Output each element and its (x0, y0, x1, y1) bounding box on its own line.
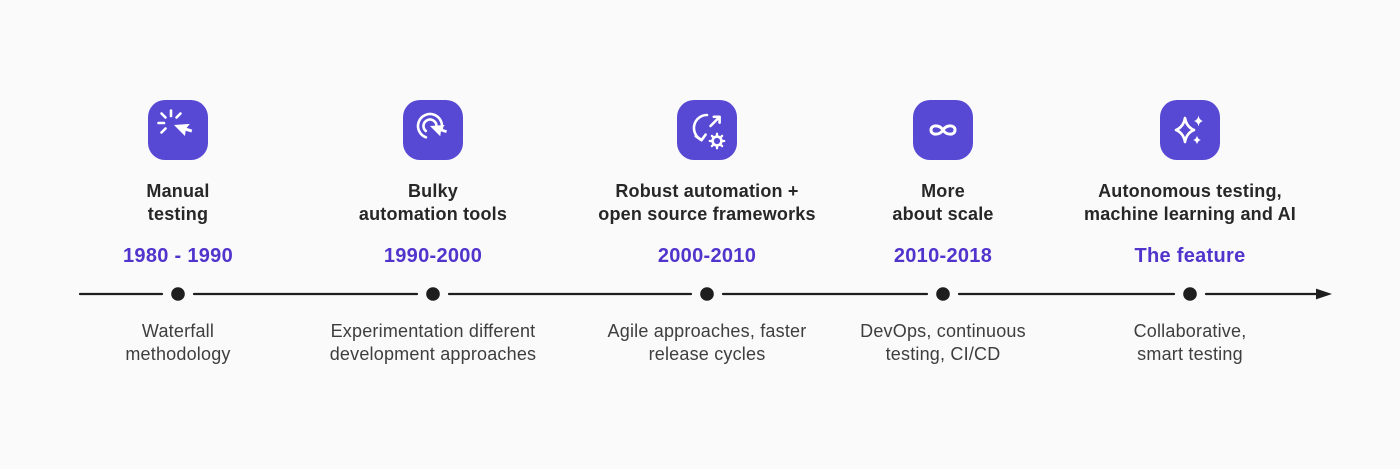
infinity-icon (929, 124, 957, 136)
milestone-period: The feature (1134, 245, 1246, 267)
timeline-dot (1183, 287, 1197, 301)
cursor-ripple-icon (416, 112, 447, 139)
milestone-title: More about scale (892, 181, 994, 224)
milestone-period: 1980 - 1990 (122, 245, 234, 267)
cursor-click-icon (157, 109, 193, 136)
milestone-description: Collaborative, smart testing (1133, 321, 1247, 364)
milestone-title: Manual testing (146, 181, 210, 224)
sparkles-icon (1174, 115, 1203, 145)
milestone-period: 1990-2000 (383, 245, 483, 267)
milestone-robust-automation: Robust automation + open source framewor… (557, 100, 857, 400)
milestone-title: Robust automation + open source framewor… (598, 181, 816, 224)
milestone-manual-testing: Manual testing 1980 - 1990 Waterfall met… (28, 100, 328, 400)
icon-badge (677, 100, 737, 160)
milestone-description: Waterfall methodology (125, 321, 231, 364)
icon-badge (403, 100, 463, 160)
milestone-description: DevOps, continuous testing, CI/CD (860, 321, 1026, 364)
timeline-dot (171, 287, 185, 301)
timeline-dot (936, 287, 950, 301)
milestone-period: 2010-2018 (893, 245, 993, 267)
milestone-title: Autonomous testing, machine learning and… (1084, 181, 1296, 224)
milestone-title: Bulky automation tools (358, 181, 508, 224)
milestone-more-about-scale: More about scale 2010-2018 DevOps, conti… (793, 100, 1093, 400)
timeline-dot (426, 287, 440, 301)
milestone-autonomous-testing: Autonomous testing, machine learning and… (1040, 100, 1340, 400)
milestone-description: Experimentation different development ap… (329, 321, 537, 364)
automation-gear-icon (692, 113, 726, 150)
timeline-axis (78, 287, 1332, 301)
milestone-description: Agile approaches, faster release cycles (607, 321, 807, 364)
icon-badge (913, 100, 973, 160)
icon-badge (148, 100, 208, 160)
milestone-period: 2000-2010 (657, 245, 757, 267)
timeline-arrow (1316, 288, 1332, 300)
icon-badge (1160, 100, 1220, 160)
milestone-bulky-automation-tools: Bulky automation tools 1990-2000 Experim… (283, 100, 583, 400)
timeline-dot (700, 287, 714, 301)
